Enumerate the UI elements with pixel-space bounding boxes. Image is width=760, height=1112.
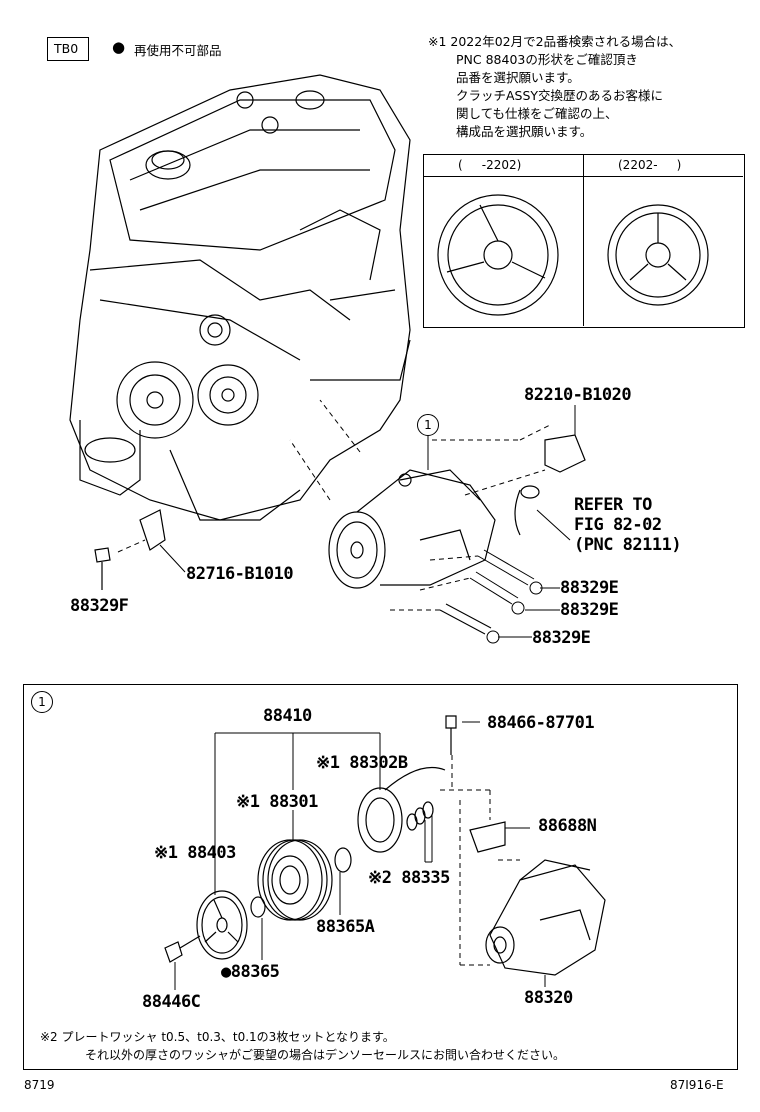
non-reusable-legend: 再使用不可部品 xyxy=(134,43,222,58)
part-88335[interactable]: ※2 88335 xyxy=(368,868,450,888)
non-reusable-marker: ● xyxy=(112,38,126,56)
variant-table-divider xyxy=(583,154,584,326)
callout-1-detail: 1 xyxy=(31,691,53,713)
engine-illustration xyxy=(69,74,411,521)
page-code-right: 87I916-E xyxy=(670,1078,724,1092)
variant-table-header-line xyxy=(423,176,743,177)
variant-old-label: ( -2202) xyxy=(458,158,522,172)
part-88302B[interactable]: ※1 88302B xyxy=(316,753,408,773)
part-88688N[interactable]: 88688N xyxy=(538,816,597,836)
part-88301[interactable]: ※1 88301 xyxy=(236,792,318,812)
part-88410[interactable]: 88410 xyxy=(263,706,312,726)
note-1-line-3: 品番を選択願います。 xyxy=(456,70,580,85)
note-1-line-5: 関しても仕様をご確認の上、 xyxy=(456,106,618,121)
part-88466-87701[interactable]: 88466-87701 xyxy=(487,713,595,733)
note-1-line-4: クラッチASSY交換歴のあるお客様に xyxy=(456,88,664,103)
variant-wheel-new xyxy=(607,204,709,306)
part-88446C[interactable]: 88446C xyxy=(142,992,201,1012)
part-88320[interactable]: 88320 xyxy=(524,988,573,1008)
refer-to-line-1: REFER TO xyxy=(574,495,652,515)
callout-1-upper-number: 1 xyxy=(424,418,432,432)
refer-to-line-2[interactable]: FIG 82-02 xyxy=(574,515,662,535)
note-1-line-1: ※1 2022年02月で2品番検索される場合は、 xyxy=(428,34,682,49)
part-88329E-2[interactable]: 88329E xyxy=(560,600,619,620)
part-88329F[interactable]: 88329F xyxy=(70,596,129,616)
refer-to-line-3: (PNC 82111) xyxy=(574,535,682,555)
compressor-detail-illustration xyxy=(485,859,606,976)
page-code-left: 8719 xyxy=(24,1078,55,1092)
variant-new-label: (2202- ) xyxy=(618,158,682,172)
part-88403[interactable]: ※1 88403 xyxy=(154,843,236,863)
note-2-line-2: それ以外の厚さのワッシャがご要望の場合はデンソーセールスにお問い合わせください。 xyxy=(85,1048,566,1062)
variant-table xyxy=(423,154,745,328)
part-88365[interactable]: ●88365 xyxy=(221,962,280,982)
model-code: TB0 xyxy=(54,41,79,56)
part-88329E-1[interactable]: 88329E xyxy=(560,578,619,598)
note-1-line-6: 構成品を選択願います。 xyxy=(456,124,593,139)
part-82716-B1010[interactable]: 82716-B1010 xyxy=(186,564,294,584)
detail-panel xyxy=(23,684,738,1070)
callout-1-upper: 1 xyxy=(417,414,439,436)
clutch-plate-illustration xyxy=(196,890,248,960)
compressor-upper-illustration xyxy=(328,469,496,589)
note-2-line-1: ※2 プレートワッシャ t0.5、t0.3、t0.1の3枚セットとなります。 xyxy=(40,1030,395,1044)
part-88329E-3[interactable]: 88329E xyxy=(532,628,591,648)
variant-wheel-old xyxy=(437,194,559,316)
part-82210-B1020[interactable]: 82210-B1020 xyxy=(524,385,632,405)
callout-1-detail-number: 1 xyxy=(38,695,46,709)
pulley-illustration xyxy=(257,839,333,921)
model-code-box xyxy=(47,37,89,61)
note-1-line-2: PNC 88403の形状をご確認頂き xyxy=(456,52,638,67)
part-88365A[interactable]: 88365A xyxy=(316,917,375,937)
